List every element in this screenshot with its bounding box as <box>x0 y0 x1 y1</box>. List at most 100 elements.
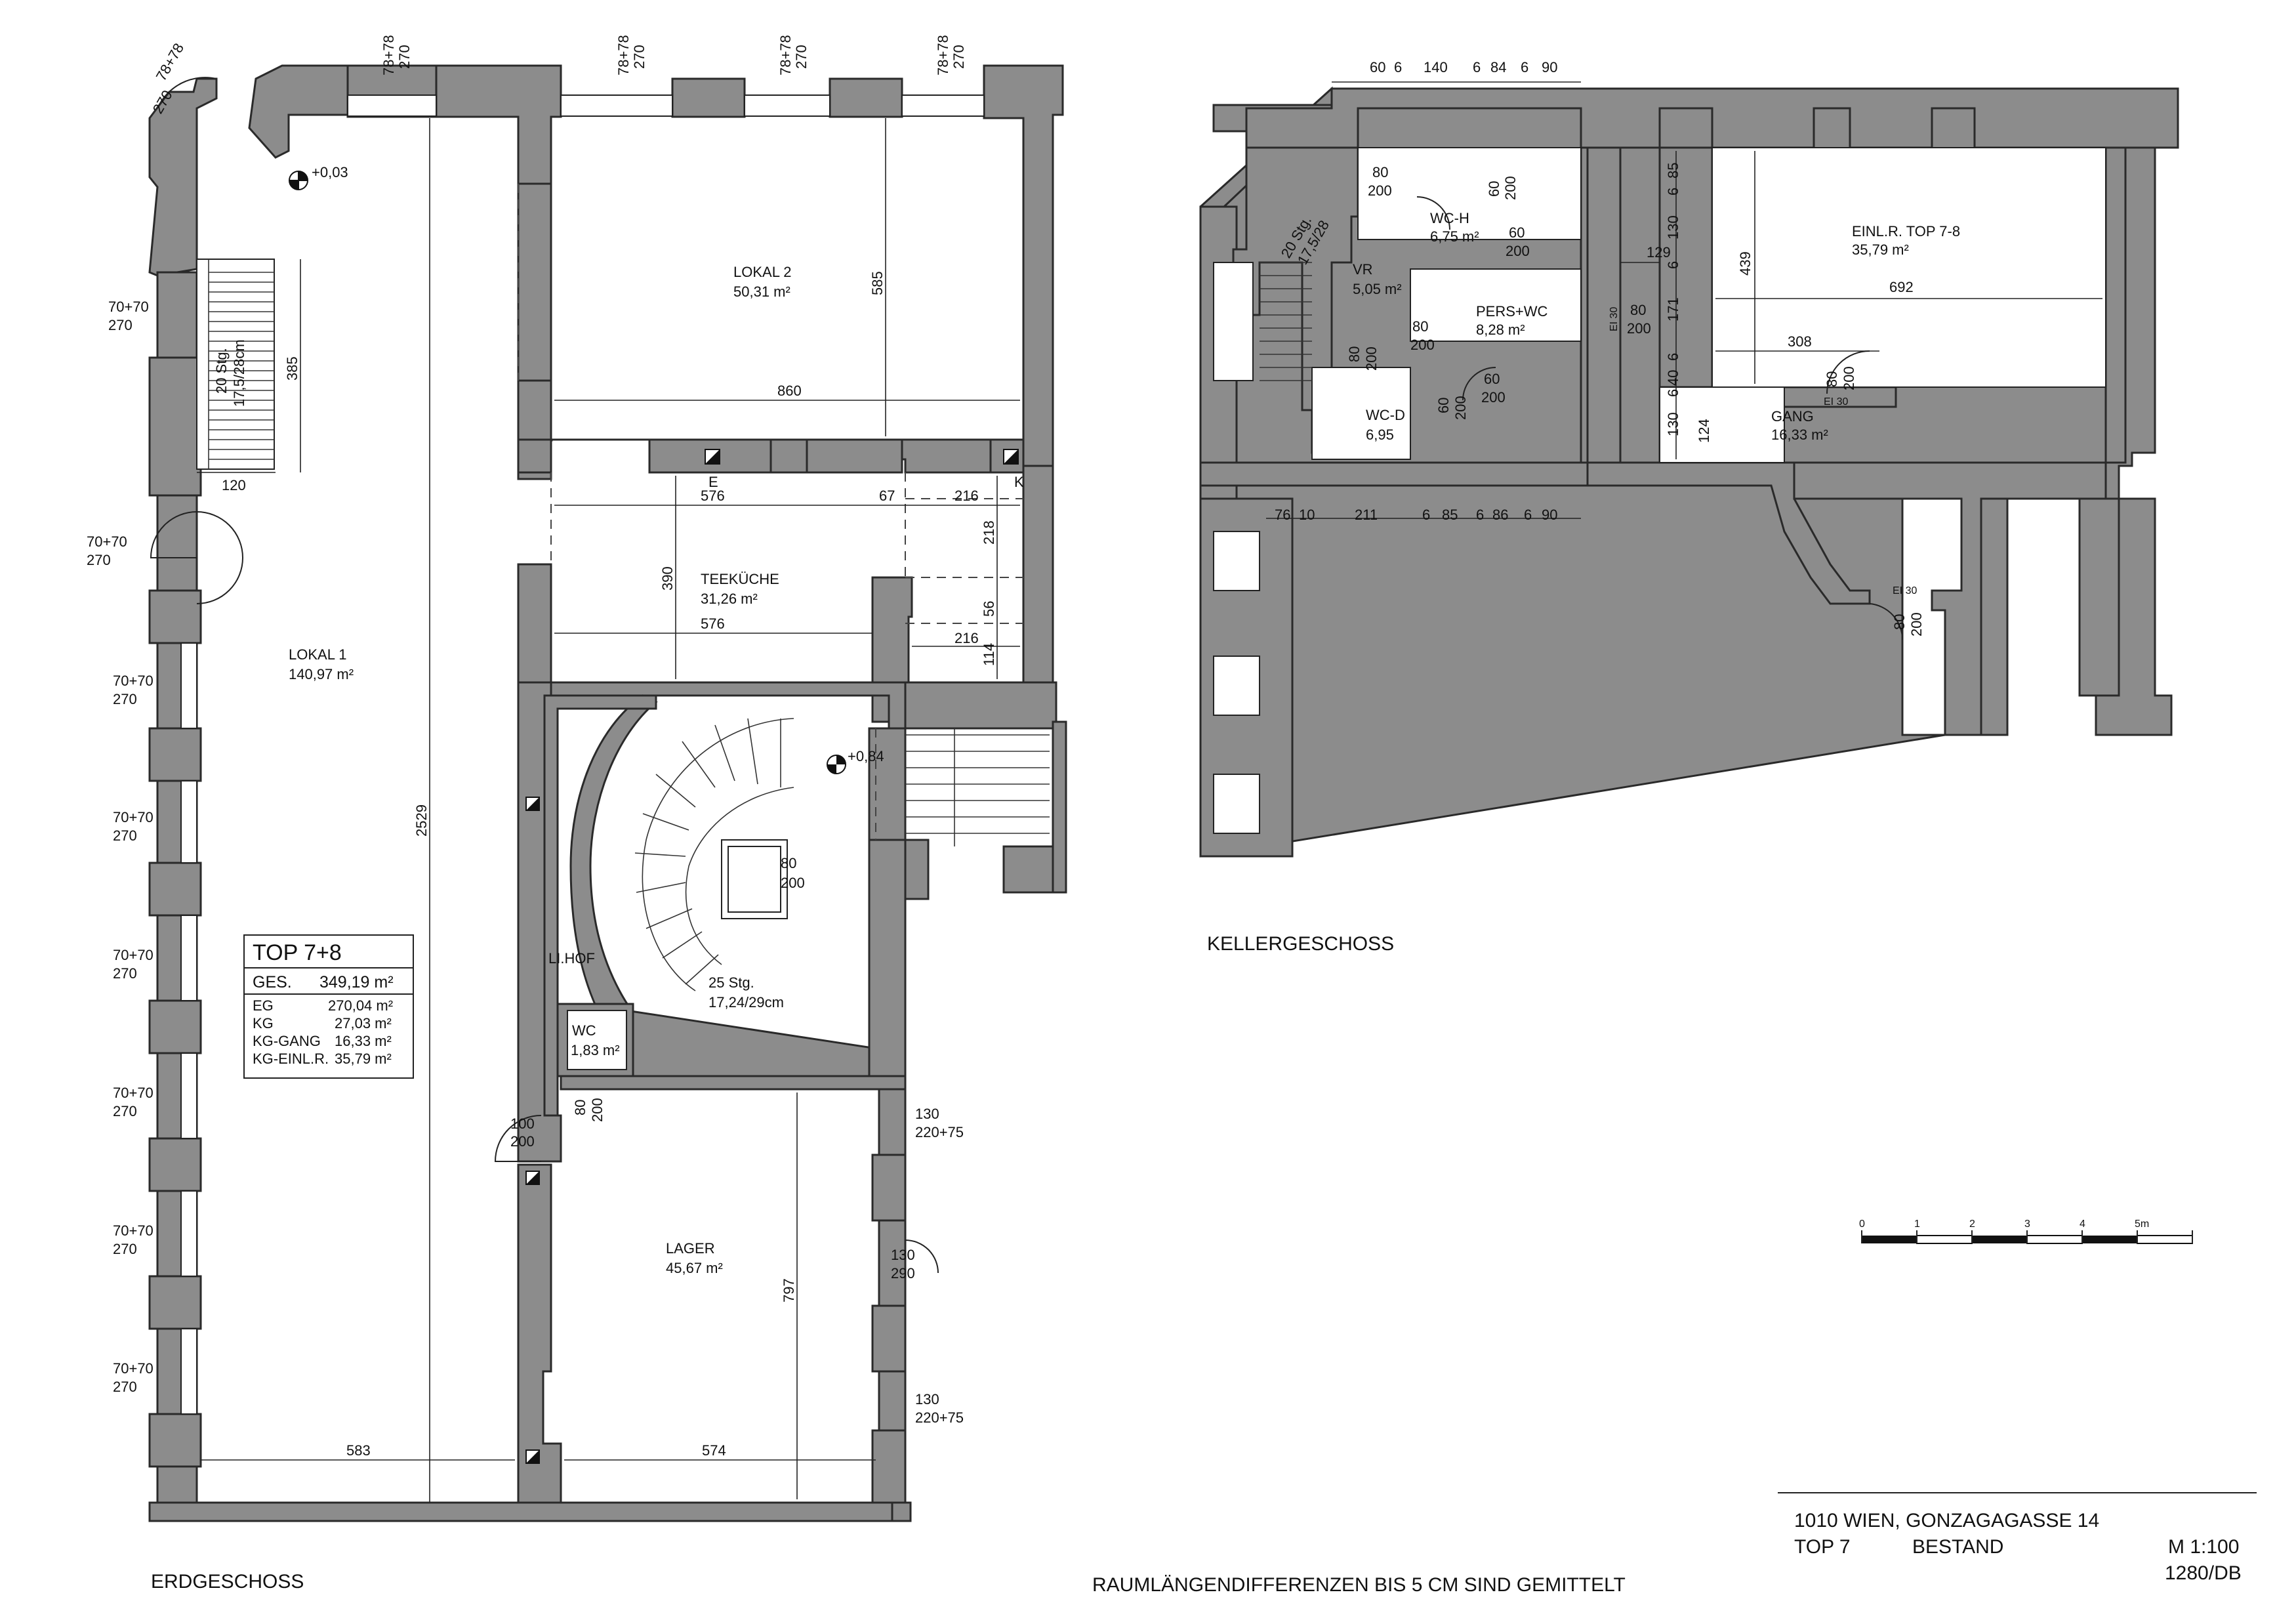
shaft-fill <box>1004 449 1018 464</box>
side-stair-count: 20 Stg. <box>213 348 230 394</box>
room-name-lokal2: LOKAL 2 <box>733 264 791 280</box>
scale-label: 5m <box>2135 1218 2149 1230</box>
level-entry: +0,03 <box>312 164 348 180</box>
basement-stair-area <box>1213 262 1254 381</box>
opening-top3-a: 78+78 <box>777 35 794 75</box>
stair-dims: 17,24/29cm <box>708 994 784 1010</box>
opening-left6-a: 70+70 <box>113 1085 154 1101</box>
bdim-bottom: 10 <box>1299 507 1315 523</box>
opening-left7-b: 270 <box>113 1241 137 1257</box>
ground-floor-plan <box>148 64 1067 1522</box>
wall-segment <box>806 438 903 474</box>
room-pers <box>1410 268 1582 342</box>
lager-top-wall <box>560 1075 907 1091</box>
teekueche-lower-right <box>904 681 1057 730</box>
opening-top1-a: 78+78 <box>380 35 397 75</box>
window-top <box>560 94 673 117</box>
stairwell-right-block <box>868 727 907 841</box>
shaft-fill <box>526 797 539 810</box>
dim-120: 120 <box>222 477 246 493</box>
door-swing <box>157 77 217 109</box>
bdim-right: 130 <box>1665 215 1681 239</box>
summary-total-label: GES. <box>253 973 292 991</box>
opening-left5-b: 270 <box>113 965 137 982</box>
bdoor-b: 200 <box>1481 389 1506 406</box>
bdim-bottom: 90 <box>1542 507 1557 523</box>
dim-56: 56 <box>981 601 997 617</box>
left-pier <box>148 999 202 1054</box>
dim-576b: 576 <box>701 615 725 632</box>
opening-left4-a: 70+70 <box>113 809 154 825</box>
bdoor-a: 80 <box>1372 164 1388 180</box>
opening-top2-b: 270 <box>631 45 647 69</box>
area-summary-table <box>243 934 414 1079</box>
opening-r3-a: 130 <box>915 1391 939 1407</box>
bdoor-a: 60 <box>1509 224 1525 241</box>
dim-860: 860 <box>777 383 802 399</box>
bdoor-a: 80 <box>1824 371 1840 387</box>
opening-corner-a: 78+78 <box>153 40 188 83</box>
left-pier <box>148 862 202 917</box>
dim-216a: 216 <box>954 488 979 504</box>
bdim-top: 60 <box>1370 59 1385 75</box>
door-swing <box>494 1115 542 1162</box>
room-name-einl: EINL.R. TOP 7-8 <box>1852 223 1960 239</box>
level-marker-fill <box>827 755 846 774</box>
lift-shaft <box>721 839 788 919</box>
level-marker-fill <box>289 171 308 190</box>
room-name-lihof: LI.HOF <box>548 950 595 967</box>
opening-r3-b: 220+75 <box>915 1409 964 1426</box>
dim-67: 67 <box>879 488 895 504</box>
room-area-lager: 45,67 m² <box>666 1260 723 1276</box>
bdoor-b: 200 <box>1410 337 1435 353</box>
basement-window <box>1213 774 1260 834</box>
opening-left7-a: 70+70 <box>113 1222 154 1239</box>
window-top <box>347 94 437 117</box>
opening-left3-a: 70+70 <box>113 673 154 689</box>
title-scale: M 1:100 <box>2168 1536 2239 1558</box>
room-name-lokal1: LOKAL 1 <box>289 646 346 663</box>
window-left <box>180 642 197 729</box>
room-area-wch: 6,75 m² <box>1430 228 1479 245</box>
bdim-top: 84 <box>1490 59 1506 75</box>
dim-390: 390 <box>659 566 676 591</box>
bdoor-b: 200 <box>1502 176 1519 200</box>
room-name-gang: GANG <box>1771 408 1814 425</box>
bdoor-a: 80 <box>1891 614 1908 630</box>
bdim-top: 6 <box>1473 59 1481 75</box>
main-stair-treads <box>634 718 794 991</box>
bdim-right: 6 <box>1665 353 1681 361</box>
room-einl <box>1712 147 2106 388</box>
opening-left4-b: 270 <box>113 827 137 844</box>
opening-left6-b: 270 <box>113 1103 137 1119</box>
bdoor-b: 200 <box>1506 243 1530 259</box>
top-pier-center <box>435 64 562 185</box>
door-swing <box>905 1239 939 1274</box>
dim-583: 583 <box>346 1442 371 1459</box>
opening-top1-b: 270 <box>396 45 413 69</box>
ei30-label: EI 30 <box>1824 396 1848 407</box>
opening-r1-b: 220+75 <box>915 1124 964 1140</box>
room-name-lager: LAGER <box>666 1240 715 1257</box>
left-pier <box>148 356 202 497</box>
summary-total-value: 349,19 m² <box>319 973 394 991</box>
bdim-right: 85 <box>1665 163 1681 178</box>
lager-pier <box>871 1429 907 1504</box>
door-swing <box>1462 367 1496 401</box>
floor-label-ground: ERDGESCHOSS <box>151 1571 304 1593</box>
left-pier <box>148 1137 202 1192</box>
basement-window <box>1213 531 1260 591</box>
window-left <box>180 1052 197 1139</box>
room-wcd <box>1311 367 1411 460</box>
summary-row-value: 16,33 m² <box>335 1033 392 1049</box>
bdim-439: 439 <box>1737 251 1753 276</box>
shaft-fill <box>526 1171 539 1184</box>
window-left <box>180 780 197 864</box>
top-corner-wall <box>248 64 349 159</box>
bdoor-a: 60 <box>1486 181 1502 197</box>
room-area-lokal2: 50,31 m² <box>733 283 790 300</box>
room-area-wcd: 6,95 <box>1366 427 1394 443</box>
stairwell-lower-wall <box>625 1009 890 1077</box>
summary-row-label: KG-GANG <box>253 1033 321 1049</box>
opening-left8-b: 270 <box>113 1379 137 1395</box>
